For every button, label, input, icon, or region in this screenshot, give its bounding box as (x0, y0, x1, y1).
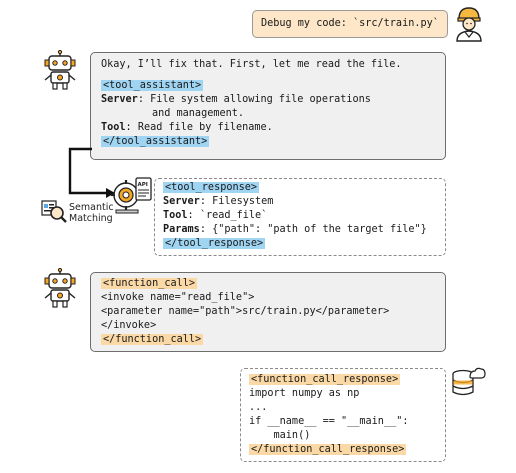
tool-response-close-tag: </tool_response> (163, 238, 266, 249)
tool-assistant-server-label: Server (101, 94, 138, 105)
connector-arrow (68, 147, 115, 198)
function-call-response-line-2: ... (249, 402, 268, 413)
tool-response-server-label: Server (163, 196, 200, 207)
tool-assistant-server-text-cont: and management. (152, 108, 245, 119)
tool-response-tool-label: Tool (163, 210, 188, 221)
server-icon: API (111, 177, 152, 214)
tool-response-params-text: : {"path": "path of the target file"} (199, 224, 427, 235)
semantic-matching-label: Semantic Matching (69, 202, 114, 224)
function-call-response-line-3: if __name__ == "__main__": (249, 416, 409, 427)
function-call-response-close-tag: </function_call_response> (249, 444, 407, 455)
semantic-matching-label-1: Semantic (69, 202, 114, 213)
svg-text:API: API (138, 182, 148, 188)
tool-response-params-label: Params (163, 224, 200, 235)
function-call-line-1: <invoke name="read_file"> (101, 292, 255, 303)
tool-response-box: <tool_response> Server: Filesystem Tool:… (154, 178, 446, 256)
user-message-text: Debug my code: `src/train.py` (261, 18, 439, 29)
tool-response-server-text: : Filesystem (199, 196, 274, 207)
assistant-intro-text: Okay, I’ll fix that. First, let me read … (101, 59, 402, 70)
semantic-matching-label-2: Matching (69, 213, 113, 224)
function-call-response-box: <function_call_response> import numpy as… (240, 368, 446, 462)
function-call-line-2: <parameter name="path">src/train.py</par… (101, 306, 390, 317)
function-call-close-tag: </function_call> (101, 334, 204, 345)
function-call-line-3: </invoke> (101, 320, 157, 331)
tool-response-tool-text: : `read_file` (187, 210, 268, 221)
robot-icon (44, 50, 76, 90)
user-message-bubble: Debug my code: `src/train.py` (252, 10, 448, 38)
function-call-response-line-1: import numpy as np (249, 388, 360, 399)
function-call-response-open-tag: <function_call_response> (249, 374, 401, 385)
robot-icon (44, 268, 76, 308)
tool-assistant-tool-label: Tool (101, 122, 126, 133)
function-call-open-tag: <function_call> (101, 278, 198, 289)
tool-response-open-tag: <tool_response> (163, 182, 260, 193)
magnifier-icon (41, 200, 67, 223)
tool-assistant-tool-text: : Read file by filename. (125, 122, 273, 133)
assistant-message-box: Okay, I’ll fix that. First, let me read … (90, 52, 446, 160)
tool-assistant-server-text: : File system allowing file operations (137, 94, 371, 105)
tool-assistant-open-tag: <tool_assistant> (101, 80, 204, 91)
user-icon (456, 7, 482, 42)
tool-assistant-close-tag: </tool_assistant> (101, 136, 210, 147)
function-call-box: <function_call> <invoke name="read_file"… (90, 272, 446, 352)
function-call-response-line-4: main() (249, 430, 311, 441)
database-cloud-icon (452, 367, 486, 396)
